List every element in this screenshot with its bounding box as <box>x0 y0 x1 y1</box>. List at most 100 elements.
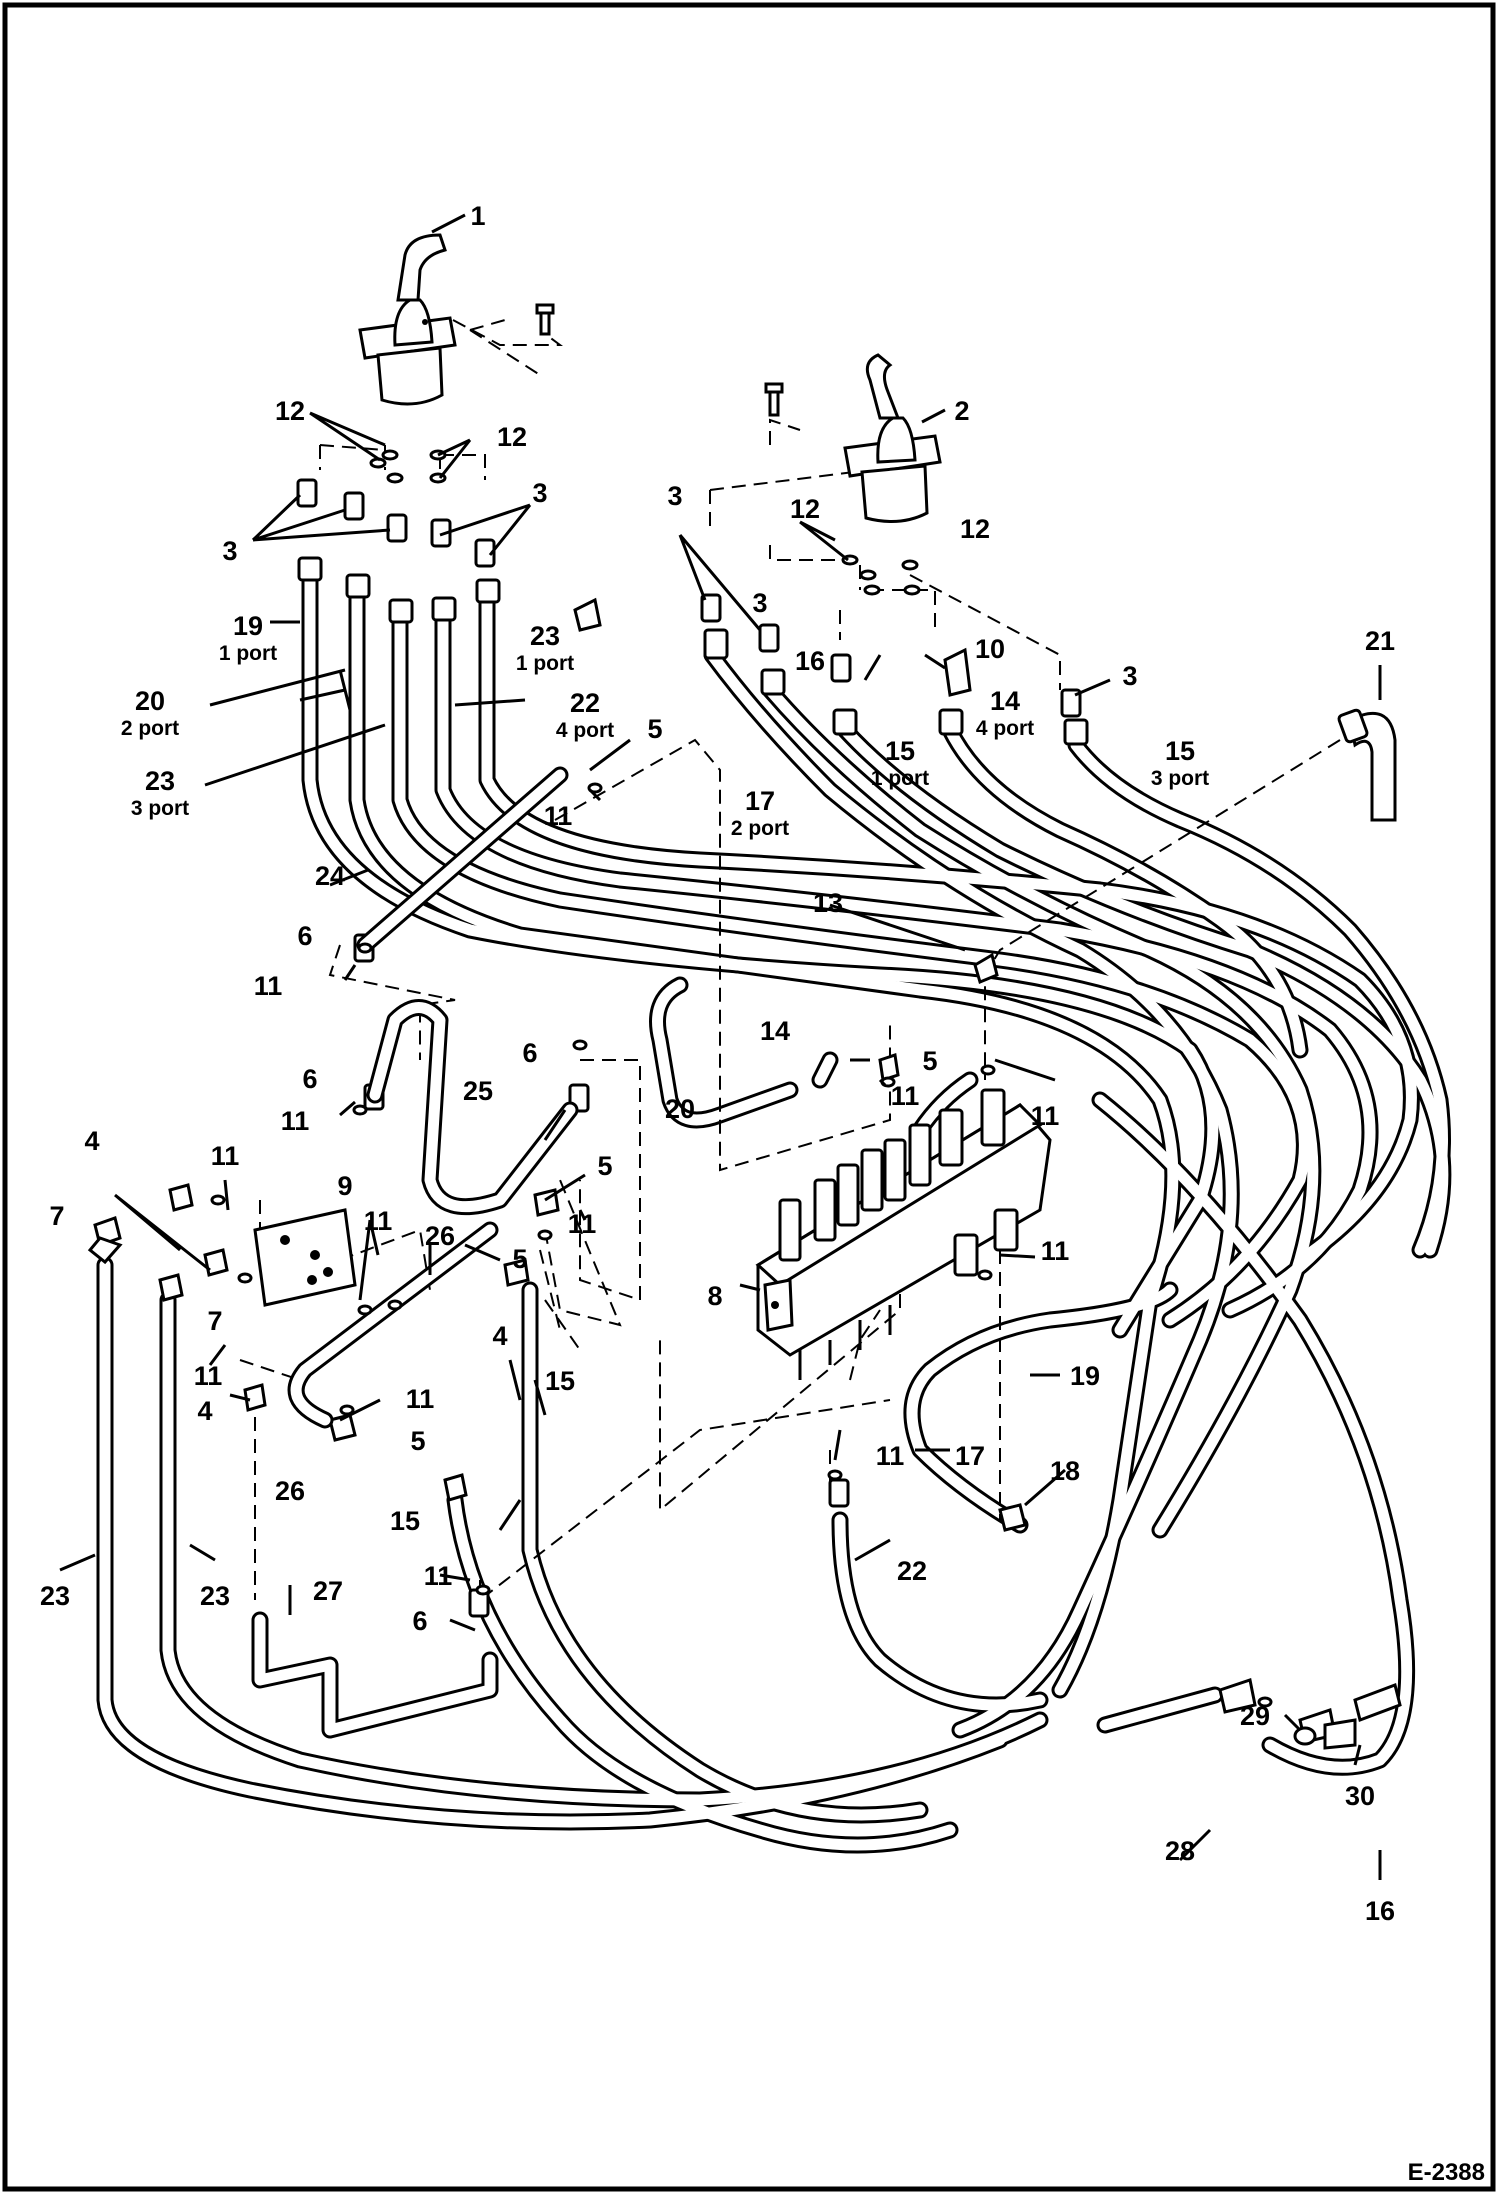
callout-c22b: 22 <box>897 1556 927 1586</box>
callout-c4a: 4 <box>84 1126 99 1156</box>
callout-c4c: 4 <box>197 1396 212 1426</box>
callout-c16b: 16 <box>1365 1896 1395 1926</box>
hose-9-core <box>944 724 1306 1056</box>
callout-c17b: 17 <box>955 1441 985 1471</box>
callout-c5b: 5 <box>922 1046 937 1076</box>
manifold-block <box>253 1208 357 1307</box>
callout-c10: 10 <box>975 634 1005 664</box>
callout-c14a: 14 <box>990 686 1020 716</box>
callout-c14b: 14 <box>760 1016 790 1046</box>
hose-18-core <box>652 979 836 1126</box>
callout-note-c17a: 2 port <box>731 817 789 840</box>
callout-c3d: 3 <box>752 588 767 618</box>
hose-2-core <box>351 592 1179 1696</box>
callout-c30: 30 <box>1345 1781 1375 1811</box>
callout-c23c: 23 <box>40 1581 70 1611</box>
callout-note-c20a: 2 port <box>121 717 179 740</box>
callout-note-c14a: 4 port <box>976 717 1034 740</box>
callout-c24: 24 <box>315 861 345 891</box>
control-valve <box>755 1088 1052 1380</box>
callout-c21: 21 <box>1365 626 1395 656</box>
hose-6-core <box>706 649 1237 1736</box>
callout-c16a: 16 <box>795 646 825 676</box>
callout-c11b: 11 <box>254 971 283 1001</box>
hose-14-core <box>524 1284 926 1821</box>
callout-c27: 27 <box>313 1576 343 1606</box>
callout-c12b: 12 <box>497 422 527 452</box>
callout-c11f: 11 <box>211 1141 240 1171</box>
callout-c11d: 11 <box>891 1081 920 1111</box>
hose-8-core <box>839 724 1449 1256</box>
callout-c17a: 17 <box>745 786 775 816</box>
callout-c3a: 3 <box>222 536 237 566</box>
callout-note-c15b: 3 port <box>1151 767 1209 790</box>
callout-c23b: 23 <box>530 621 560 651</box>
callout-c25: 25 <box>463 1076 493 1106</box>
hose-7-core <box>764 684 1319 1536</box>
callout-c6b: 6 <box>522 1038 537 1068</box>
callout-c11c: 11 <box>281 1106 310 1136</box>
callout-c13: 13 <box>813 888 843 918</box>
callout-c11l: 11 <box>876 1441 905 1471</box>
callout-c6d: 6 <box>412 1606 427 1636</box>
callout-c26a: 26 <box>425 1221 455 1251</box>
callout-c3c: 3 <box>667 481 682 511</box>
callout-c3e: 3 <box>1122 661 1137 691</box>
callout-c12a: 12 <box>275 396 305 426</box>
callout-c15a: 15 <box>885 736 915 766</box>
callout-c11g: 11 <box>364 1206 393 1236</box>
callout-c15c: 15 <box>545 1366 575 1396</box>
callout-c23a: 23 <box>145 766 175 796</box>
hose-3-core <box>394 614 1310 1326</box>
callout-c19b: 19 <box>1070 1361 1100 1391</box>
callout-c23d: 23 <box>200 1581 230 1611</box>
callout-c22a: 22 <box>570 688 600 718</box>
callout-c11m: 11 <box>424 1561 453 1591</box>
left-joystick <box>358 233 563 406</box>
callout-c29: 29 <box>1240 1701 1270 1731</box>
callout-c4b: 4 <box>492 1321 507 1351</box>
callout-c5e: 5 <box>410 1426 425 1456</box>
callout-c5a: 5 <box>647 714 662 744</box>
hose-15 <box>831 1511 1049 1714</box>
hose-5-core <box>481 594 1417 1266</box>
callout-note-c15a: 1 port <box>871 767 929 790</box>
hose-16-core <box>906 1284 1176 1531</box>
callout-note-c22a: 4 port <box>556 719 614 742</box>
hose-14 <box>521 1281 929 1824</box>
callout-c11k: 11 <box>406 1384 435 1414</box>
callout-c19a: 19 <box>233 611 263 641</box>
callout-c26b: 26 <box>275 1476 305 1506</box>
o-rings <box>210 782 1273 1708</box>
callout-c11a: 11 <box>544 801 573 831</box>
hose-12-core <box>162 1294 1046 1806</box>
joystick-fittings <box>296 449 1397 822</box>
callout-c11h: 11 <box>568 1209 597 1239</box>
callout-c9: 9 <box>337 1171 352 1201</box>
callout-note-c23a: 3 port <box>131 797 189 820</box>
callout-c1: 1 <box>470 201 485 231</box>
callout-c6a: 6 <box>297 921 312 951</box>
callout-c6c: 6 <box>302 1064 317 1094</box>
callout-note-c23b: 1 port <box>516 652 574 675</box>
callout-c12c: 12 <box>790 494 820 524</box>
hose-19-core <box>1099 1689 1221 1731</box>
callout-c8: 8 <box>707 1281 722 1311</box>
callout-c28: 28 <box>1165 1836 1195 1866</box>
callout-c20b: 20 <box>665 1094 695 1124</box>
drawing-code: E-2388 <box>1408 2159 1485 2186</box>
right-joystick <box>764 353 942 523</box>
leader-lines <box>59 213 1382 1880</box>
callout-c15b: 15 <box>1165 736 1195 766</box>
callout-c2: 2 <box>954 396 969 426</box>
callout-c7b: 7 <box>207 1306 222 1336</box>
hose-bundle <box>96 571 1452 1854</box>
callout-c11j: 11 <box>194 1361 223 1391</box>
callout-c5d: 5 <box>512 1244 527 1274</box>
callout-c11i: 11 <box>1041 1236 1070 1266</box>
callout-c12d: 12 <box>960 514 990 544</box>
hose-15-core <box>834 1514 1046 1711</box>
